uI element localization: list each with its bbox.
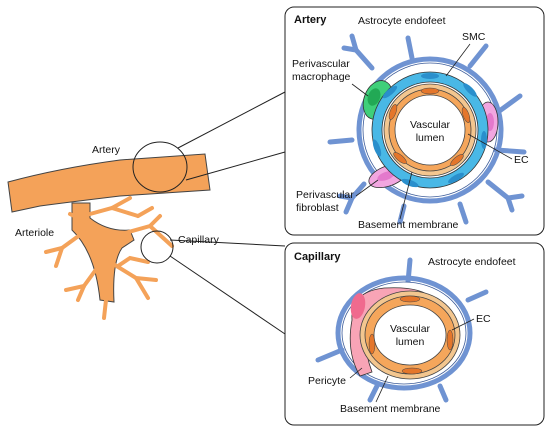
artery-vessel [7,153,211,213]
capillary-pericyte-nucleus [350,293,366,319]
capillary-ec-label: EC [476,313,491,325]
artery-astrocyte-endofeet [327,33,527,225]
capillary-panel: Capillary Vascular lumen Astrocyte endof… [284,242,545,426]
artery-panel-title: Artery [294,14,327,26]
capillary-pericyte-label: Pericyte [308,375,346,387]
artery-smc-label: SMC [462,31,486,43]
capillary-label: Capillary [178,234,220,246]
artery-astrocyte-label: Astrocyte endofeet [358,15,446,27]
artery-fibroblast-label-1: Perivascular [296,189,354,201]
capillary-basement-label: Basement membrane [340,403,441,415]
artery-ec-leader [467,133,513,160]
artery-ec-nuclei [388,87,471,166]
artery-macrophage-leader [351,83,369,97]
arteriole-branches [44,196,174,320]
capillary-zoom-line-top [169,239,286,247]
artery-zoom-line-top [177,91,286,149]
capillary-pericyte-leader [349,367,363,379]
artery-macrophage-label-1: Perivascular [292,58,350,70]
capillary-lumen [373,304,447,366]
capillary-zoom-circle [140,230,174,264]
artery-basement-label: Basement membrane [358,219,459,231]
vessel-tree: Artery Arteriole Capillary [7,91,286,335]
artery-lumen-label-2: lumen [416,132,445,144]
artery-fibroblast-label-2: fibroblast [296,202,339,214]
capillary-astrocyte-ring [335,275,473,391]
capillary-astrocyte-label: Astrocyte endofeet [428,256,516,268]
capillary-panel-title: Capillary [294,251,341,263]
capillary-astrocyte-endofeet [315,257,489,403]
artery-panel: Artery [284,6,545,236]
artery-basement-leader [399,171,413,220]
artery-smc-leader [445,43,471,77]
artery-ec-label: EC [514,154,529,166]
capillary-ec-leader [451,318,475,331]
artery-label: Artery [92,144,121,156]
arteriole-label: Arteriole [15,227,54,239]
capillary-basement-leader [375,375,389,403]
artery-smc-nuclei [372,73,487,188]
artery-astrocyte-ring [356,56,504,204]
capillary-zoom-line-bottom [169,255,286,335]
artery-fibroblast-bottom-nucleus [377,171,395,181]
artery-lumen [394,94,466,166]
capillary-lumen-label-1: Vascular [390,323,431,335]
artery-lumen-label-1: Vascular [410,119,451,131]
artery-macrophage-label-2: macrophage [292,71,351,83]
capillary-ec-nuclei [368,295,454,375]
artery-macrophage-nucleus [367,88,381,106]
artery-zoom-circle [132,141,188,193]
artery-zoom-line-bottom [185,151,286,181]
capillary-lumen-label-2: lumen [396,336,425,348]
artery-fibroblast-leader [355,179,379,197]
